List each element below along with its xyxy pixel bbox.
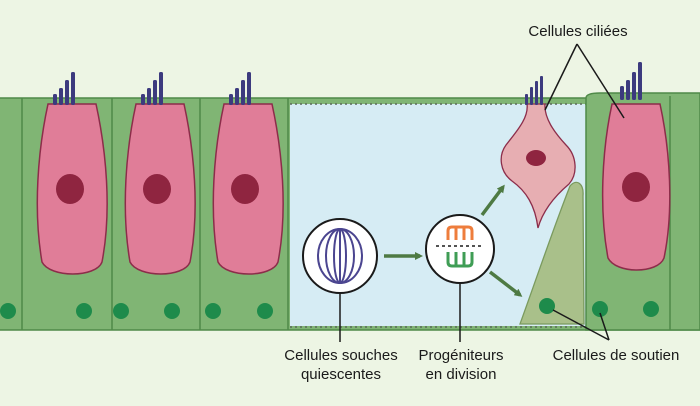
- label-line: en division: [425, 366, 497, 383]
- chromosome-icon: [446, 225, 474, 240]
- left-cell-dividers: [21, 98, 289, 330]
- new-hair-cell: [500, 103, 576, 229]
- label-line: Cellules souches: [284, 347, 398, 364]
- new-support-cell: [519, 181, 585, 325]
- label-line: quiescentes: [300, 366, 382, 383]
- hair-bundle-icon: [53, 72, 75, 105]
- dividing-progenitor: [425, 214, 495, 284]
- hair-bundle-icon: [141, 72, 163, 105]
- arrow-to-support-cell: [488, 270, 523, 297]
- differentiation-arrows: [384, 184, 523, 297]
- mitotic-spindle-icon: [317, 228, 363, 284]
- hair-cell: [124, 103, 196, 275]
- label-support-cells: Cellules de soutien: [552, 347, 680, 364]
- hair-cell: [212, 103, 284, 275]
- new-support-nucleus: [539, 298, 555, 314]
- hair-bundle-icon: [525, 76, 543, 105]
- hair-bundle-icon: [229, 72, 251, 105]
- label-leader-lines: [339, 43, 625, 342]
- hair-bundle-icon: [620, 62, 642, 100]
- hair-cell: [36, 103, 108, 275]
- chromosome-icon: [446, 252, 474, 268]
- label-quiescent-stem-cells: Cellules souches quiescentes: [266, 346, 416, 384]
- hair-cell: [601, 103, 671, 271]
- support-cell-nuclei: [0, 301, 659, 319]
- label-dividing-progenitors: Progéniteurs en division: [406, 346, 516, 384]
- arrow-to-hair-cell: [480, 184, 505, 217]
- label-ciliated-cells: Cellules ciliées: [528, 23, 628, 40]
- label-line: Progéniteurs: [418, 347, 504, 364]
